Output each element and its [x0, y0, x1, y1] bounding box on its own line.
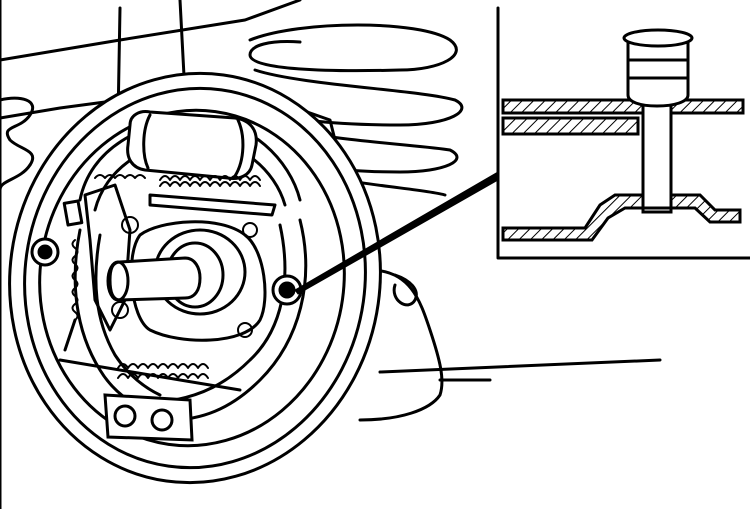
- upper-return-spring: [94, 174, 277, 217]
- lower-anchor-block: [103, 393, 194, 442]
- axle-stub: [106, 220, 267, 342]
- brake-carrier-housing: [358, 268, 444, 422]
- hold-down-pin-right: [271, 274, 303, 306]
- brake-shoes: [73, 118, 308, 422]
- hold-down-pin-left: [30, 237, 60, 267]
- detail-inset: [496, 0, 750, 260]
- wheel-cylinder: [126, 110, 258, 180]
- lower-return-spring: [58, 358, 242, 392]
- side-spring: [63, 239, 79, 352]
- adjuster-lever: [62, 183, 139, 332]
